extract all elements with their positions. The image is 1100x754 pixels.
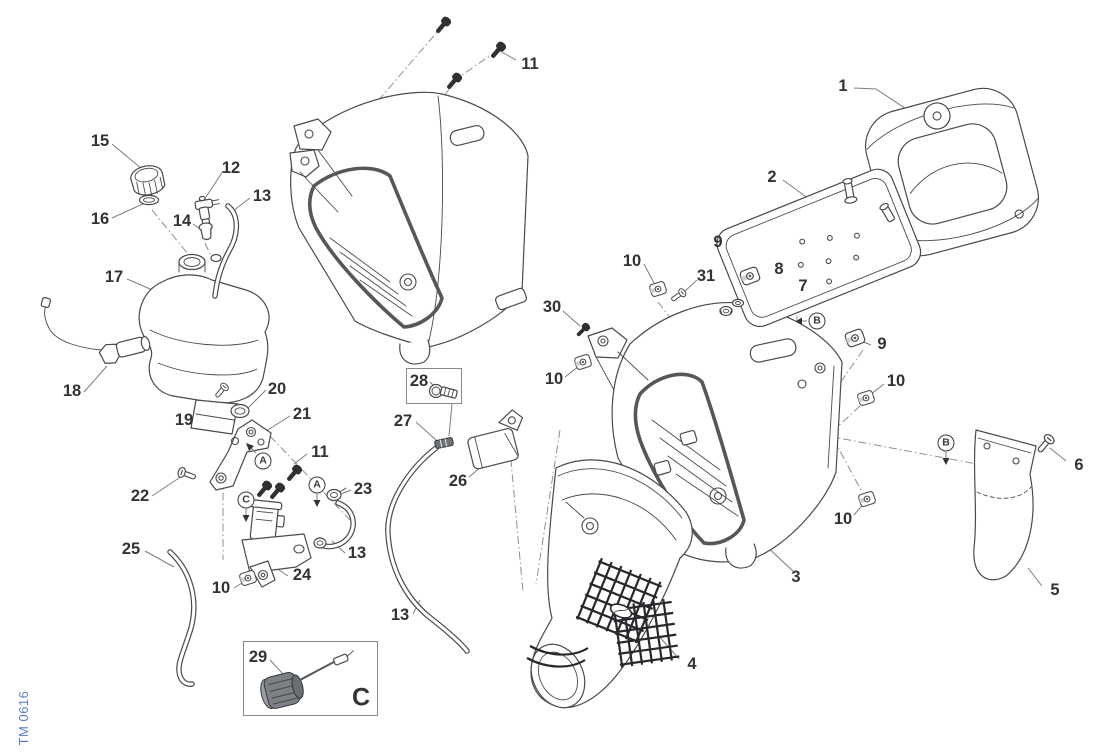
callout-13-elbow: 13	[347, 543, 367, 562]
part-15-cap	[130, 165, 166, 197]
callout-4: 4	[687, 654, 697, 673]
callout-23: 23	[353, 479, 373, 498]
callout-9-upper: 9	[713, 232, 723, 251]
part-17-oil-tank	[138, 253, 270, 435]
callout-11-bracket: 11	[311, 442, 329, 461]
callout-10-upper: 10	[622, 251, 642, 270]
callout-7: 7	[798, 276, 808, 295]
part-8-nut	[719, 305, 733, 317]
callout-30: 30	[542, 297, 562, 316]
drawing-code: TM 0616	[16, 690, 31, 746]
callout-28: 28	[409, 371, 429, 390]
part-12-fitting	[194, 195, 220, 233]
callout-8: 8	[774, 259, 784, 278]
connector-inset-box	[243, 641, 378, 716]
ref-letter-c-solenoid: C	[237, 491, 255, 509]
callout-9-right: 9	[877, 334, 887, 353]
callout-29: 29	[248, 647, 268, 666]
callout-2: 2	[767, 167, 777, 186]
callout-10-right: 10	[886, 371, 906, 390]
callout-10-left: 10	[544, 369, 564, 388]
ref-arrows	[242, 317, 950, 522]
part-21-bracket	[209, 419, 272, 491]
callout-13-upper: 13	[252, 186, 272, 205]
callout-3: 3	[791, 567, 801, 586]
callout-18: 18	[62, 381, 82, 400]
part-4-intake-duct	[526, 459, 693, 709]
callout-6: 6	[1074, 455, 1084, 474]
part-6-screw	[1034, 432, 1057, 456]
part-upper-airbox-half	[289, 91, 529, 365]
ref-letter-a-hose: A	[308, 476, 326, 494]
callout-27: 27	[393, 411, 413, 430]
ref-letter-b-guard: B	[937, 434, 955, 452]
part-13-long-hose	[385, 445, 470, 654]
part-2-cover-plate	[716, 168, 922, 328]
part-23-clamp-and-elbow	[313, 487, 356, 550]
part-13-upper-hose	[212, 203, 240, 299]
part-16-oring	[138, 194, 160, 206]
callout-10-bottom: 10	[211, 578, 231, 597]
part-7-washer	[731, 298, 745, 308]
part-14-plug	[198, 222, 213, 241]
callout-20: 20	[267, 379, 287, 398]
part-18-sensor	[40, 296, 151, 364]
part-26-sensor	[467, 409, 524, 470]
callout-16: 16	[90, 209, 110, 228]
ref-letter-a-bracket: A	[254, 452, 272, 470]
part-31-screw	[669, 286, 688, 304]
part-22-screw	[176, 465, 198, 483]
part-1-air-filter-cover	[864, 87, 1040, 257]
callout-10-lower-right: 10	[833, 509, 853, 528]
callout-19: 19	[174, 410, 194, 429]
part-11-top-screws	[433, 15, 508, 92]
callout-17: 17	[104, 267, 124, 286]
part-28-bolt	[428, 383, 458, 399]
callout-13-hose: 13	[390, 605, 410, 624]
callout-21: 21	[292, 404, 312, 423]
part-24-solenoid-assembly	[241, 499, 312, 588]
callout-22: 22	[130, 486, 150, 505]
part-5-splash-guard	[973, 429, 1037, 581]
part-29-connector	[260, 650, 354, 710]
fastener-inset-box	[406, 368, 462, 404]
callout-12: 12	[221, 158, 241, 177]
callout-25: 25	[121, 539, 141, 558]
callout-14: 14	[172, 211, 192, 230]
part-27-fitting	[434, 437, 454, 449]
part-20-washer	[230, 403, 250, 419]
ref-letter-b-plate: B	[808, 312, 826, 330]
callout-5: 5	[1050, 580, 1060, 599]
callout-1: 1	[838, 76, 848, 95]
callout-15: 15	[90, 131, 110, 150]
callout-24: 24	[292, 565, 312, 584]
callout-inset-letter-c: C	[351, 683, 371, 712]
part-25-hose	[167, 549, 197, 687]
callout-31: 31	[696, 266, 716, 285]
callout-11-top: 11	[521, 54, 539, 73]
callout-26: 26	[448, 471, 468, 490]
